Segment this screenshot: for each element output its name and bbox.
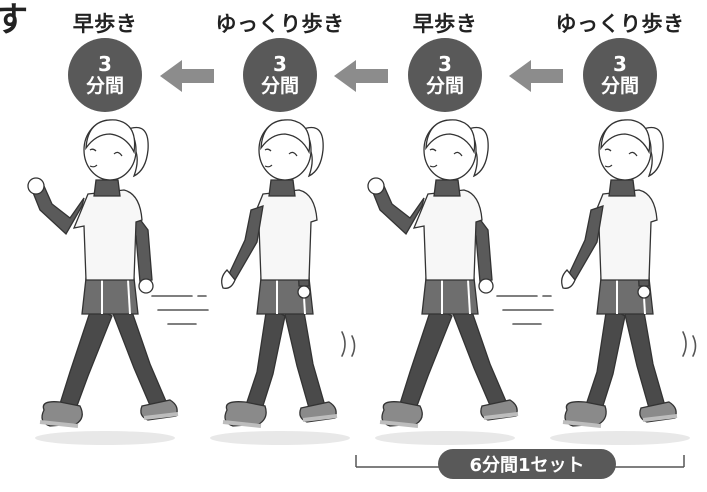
step-brisk-walk-2: 早歩き 3 分間 — [367, 0, 520, 492]
duration-badge: 3 分間 — [243, 38, 317, 112]
slow-motion-marks-icon — [341, 331, 356, 357]
duration-badge: 3 分間 — [408, 38, 482, 112]
slow-motion-marks-icon — [682, 331, 697, 357]
arrow-left-icon — [334, 60, 388, 92]
duration-unit: 分間 — [425, 74, 464, 97]
woman-walking-slow-illustration — [210, 119, 350, 445]
duration-unit: 分間 — [600, 74, 639, 97]
step-label: ゆっくり歩き — [555, 12, 685, 36]
speed-lines-icon — [496, 295, 554, 325]
arrow-left-icon — [509, 60, 563, 92]
duration-badge: 3 分間 — [583, 38, 657, 112]
step-brisk-walk-1: 早歩き 3 分間 — [27, 0, 180, 492]
step-label: 早歩き — [412, 12, 478, 36]
duration-unit: 分間 — [85, 74, 124, 97]
woman-walking-brisk-illustration — [27, 119, 179, 445]
duration-unit: 分間 — [260, 74, 299, 97]
corner-text-fragment: す — [0, 0, 28, 40]
duration-number: 3 — [438, 51, 452, 76]
duration-badge: 3 分間 — [68, 38, 142, 112]
step-slow-walk-2: ゆっくり歩き 3 分間 — [545, 0, 695, 492]
arrow-left-icon — [160, 60, 214, 92]
step-slow-walk-1: ゆっくり歩き 3 分間 — [205, 0, 355, 492]
speed-lines-icon — [151, 295, 209, 325]
duration-number: 3 — [613, 51, 627, 76]
duration-number: 3 — [98, 51, 112, 76]
step-label: ゆっくり歩き — [215, 12, 345, 36]
duration-number: 3 — [273, 51, 287, 76]
woman-walking-slow-illustration — [550, 119, 690, 445]
set-label-badge: 6分間1セット — [438, 449, 616, 479]
woman-walking-brisk-illustration — [367, 119, 519, 445]
step-label: 早歩き — [72, 12, 138, 36]
